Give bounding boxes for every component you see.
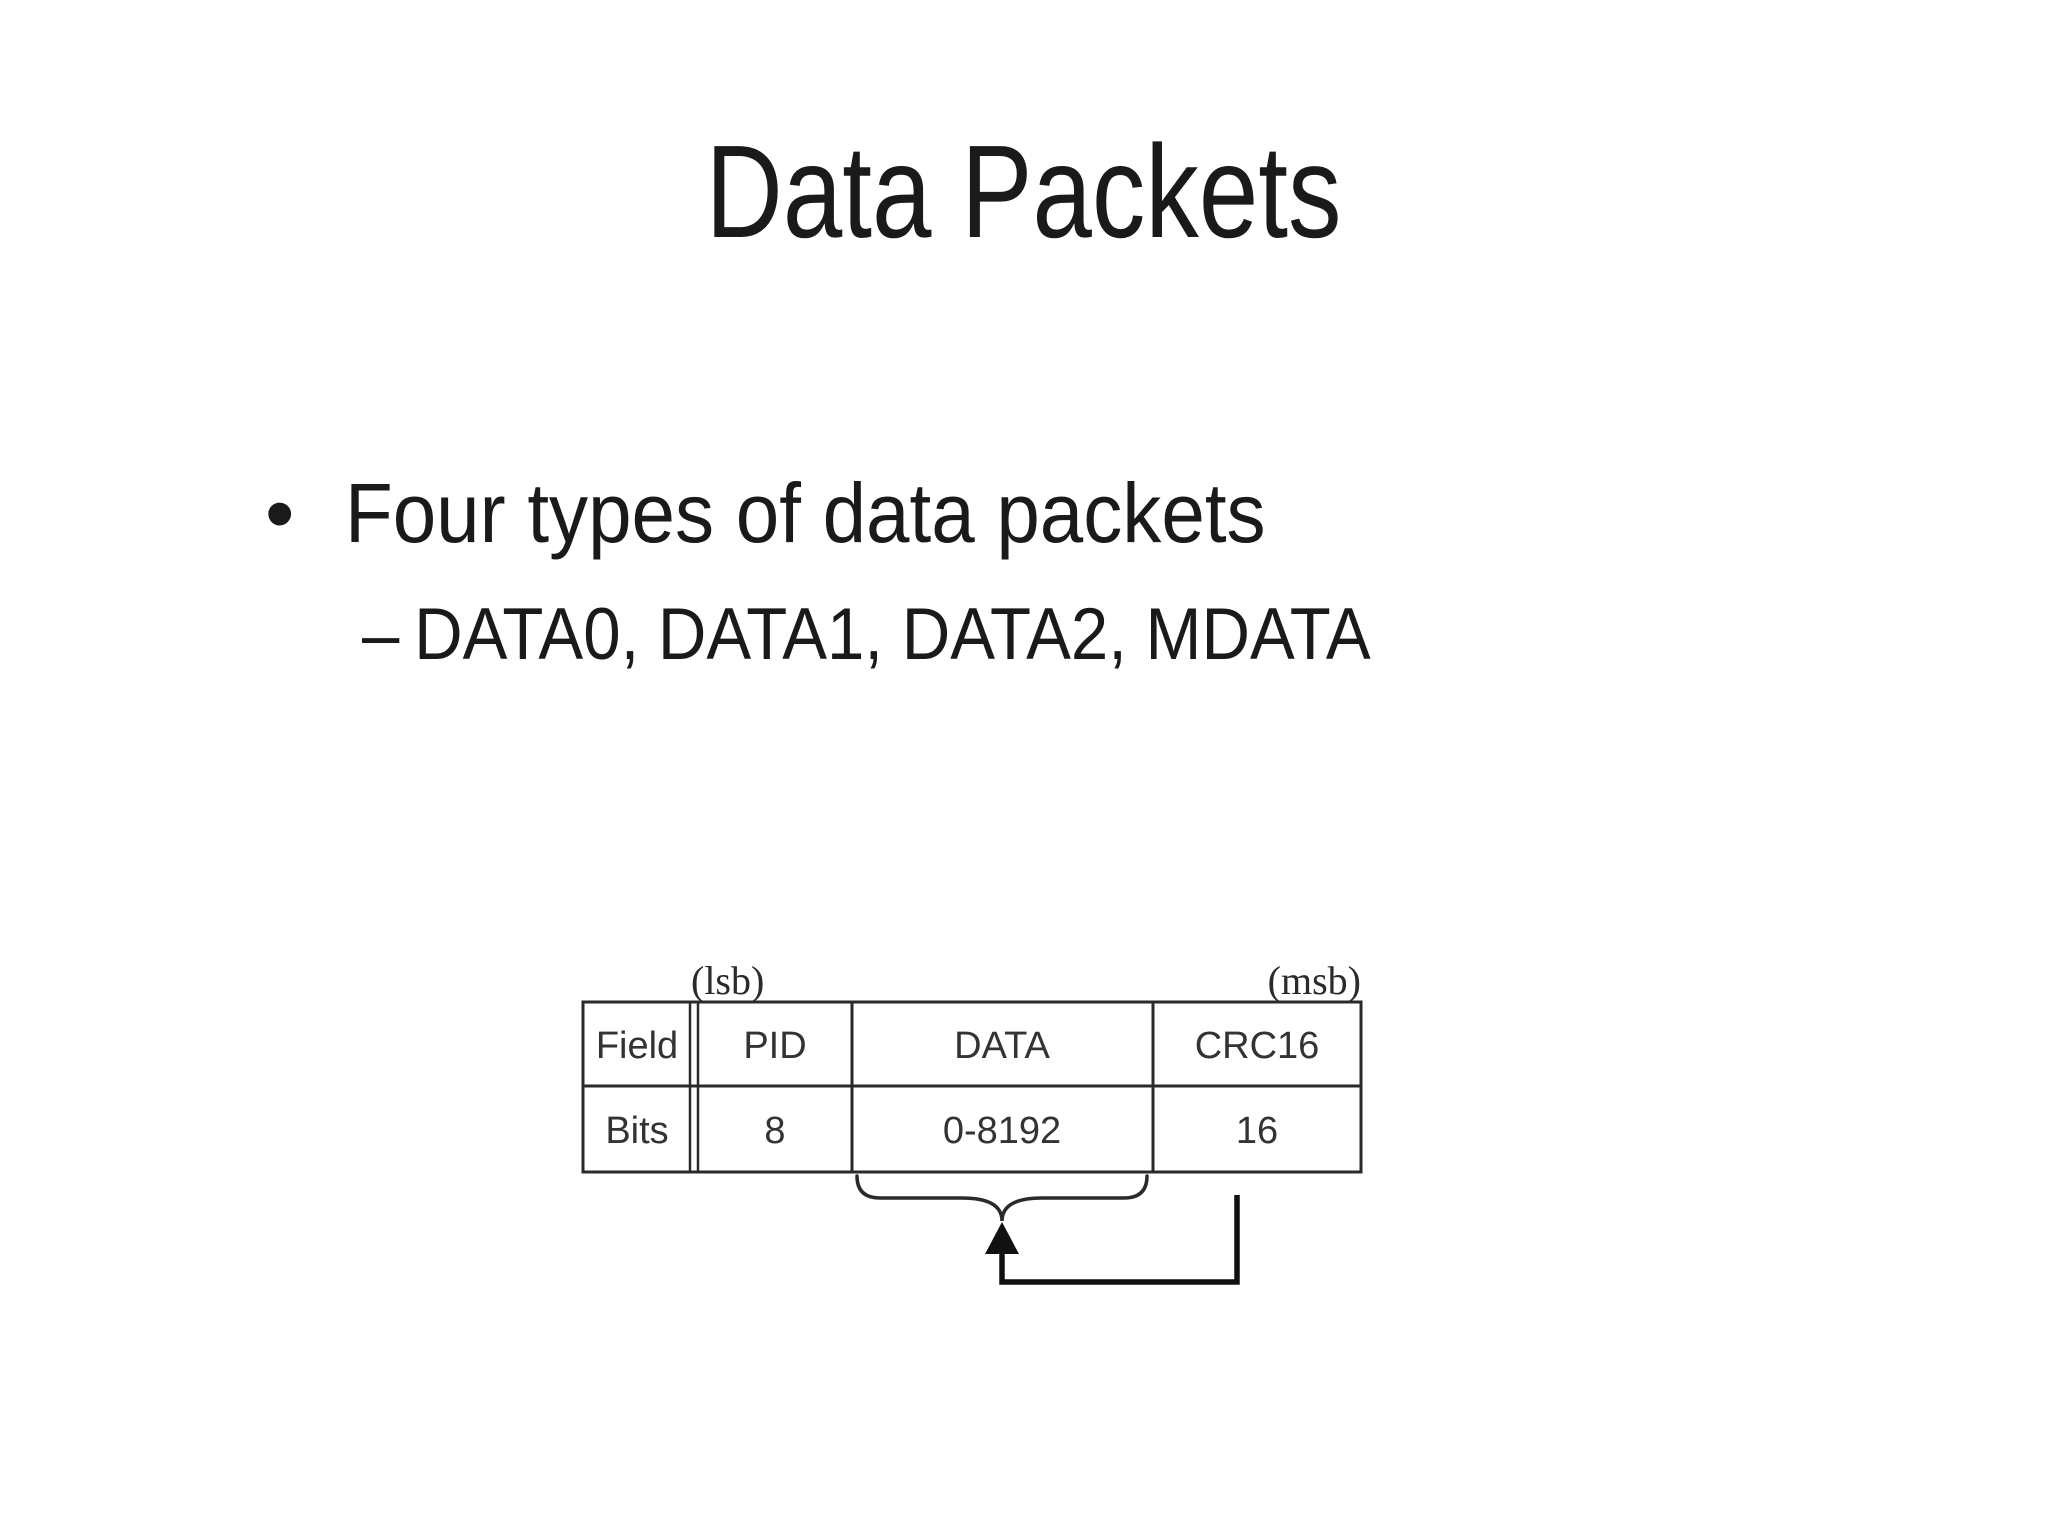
bullet-item: • Four types of data packets — [265, 471, 1335, 555]
table-cell: DATA — [954, 1025, 1050, 1067]
page-title: Data Packets — [0, 126, 2048, 258]
packet-table — [581, 1000, 1363, 1174]
table-cell: 16 — [1236, 1110, 1278, 1152]
table-cell: Field — [596, 1025, 678, 1067]
bullet-text: Four types of data packets — [345, 466, 1267, 560]
crc-to-data-arrow — [985, 1195, 1240, 1285]
sub-bullet-item: –DATA0, DATA1, DATA2, MDATA — [362, 598, 1458, 671]
table-cell: 0-8192 — [943, 1110, 1061, 1152]
packet-format-diagram: (lsb) (msb) Field PID DATA CRC16 Bits 8 … — [581, 958, 1363, 1285]
arrow-line — [999, 1195, 1240, 1285]
brace-icon — [855, 1174, 1149, 1222]
msb-label: (msb) — [1268, 958, 1361, 1003]
lsb-label: (lsb) — [691, 958, 764, 1003]
table-cell: CRC16 — [1195, 1025, 1320, 1067]
bullet-icon: • — [265, 466, 295, 560]
arrow-head-icon — [985, 1222, 1019, 1254]
sub-bullet-line: –DATA0, DATA1, DATA2, MDATA — [362, 598, 1371, 671]
page-title-text: Data Packets — [706, 118, 1342, 265]
sub-bullet-text: DATA0, DATA1, DATA2, MDATA — [414, 594, 1371, 675]
table-cell: PID — [743, 1025, 806, 1067]
table-cell: 8 — [764, 1110, 785, 1152]
dash-icon: – — [362, 594, 400, 675]
table-cell: Bits — [605, 1110, 668, 1152]
